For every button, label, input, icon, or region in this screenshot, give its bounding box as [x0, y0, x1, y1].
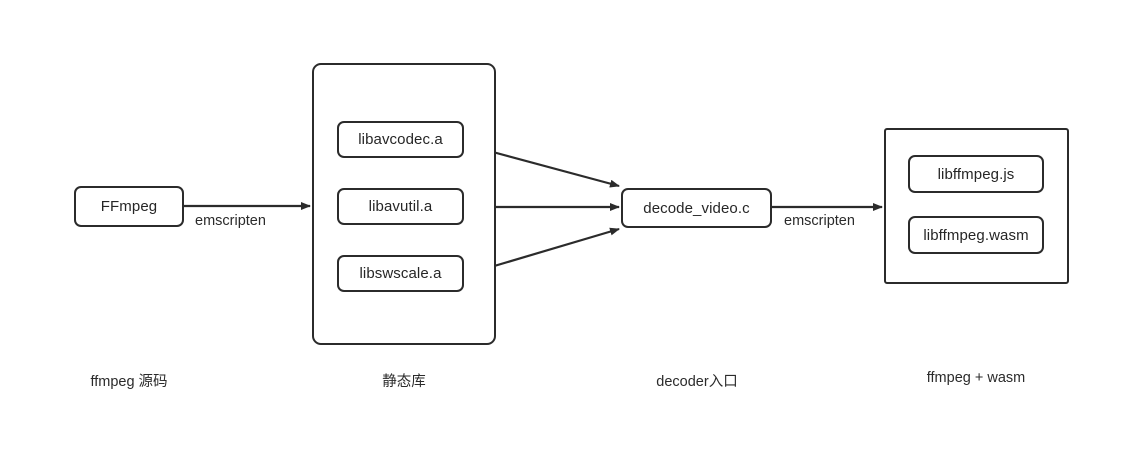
node-libffmpeg-js-label: libffmpeg.js	[937, 165, 1015, 183]
edge-label-emscripten-left: emscripten	[195, 213, 266, 229]
node-ffmpeg-source[interactable]: FFmpeg	[74, 186, 184, 227]
node-libavutil[interactable]: libavutil.a	[337, 188, 464, 225]
node-libavcodec[interactable]: libavcodec.a	[337, 121, 464, 158]
node-libavutil-label: libavutil.a	[368, 198, 433, 215]
node-libavcodec-label: libavcodec.a	[358, 131, 443, 148]
caption-ffmpeg-source: ffmpeg 源码	[90, 374, 168, 390]
node-libswscale[interactable]: libswscale.a	[337, 255, 464, 292]
caption-ffmpeg-wasm: ffmpeg + wasm	[926, 370, 1026, 386]
node-libffmpeg-wasm[interactable]: libffmpeg.wasm	[908, 216, 1044, 254]
node-decode-video-c[interactable]: decode_video.c	[621, 188, 772, 228]
node-decode-video-c-label: decode_video.c	[643, 199, 750, 217]
edge-libavcodec-to-decoder	[477, 146, 620, 188]
group-wasm-output	[884, 128, 1069, 284]
node-ffmpeg-source-label: FFmpeg	[100, 198, 158, 215]
node-libffmpeg-wasm-label: libffmpeg.wasm	[923, 226, 1029, 244]
node-libffmpeg-js[interactable]: libffmpeg.js	[908, 155, 1044, 193]
edge-label-emscripten-right: emscripten	[784, 213, 855, 229]
node-libswscale-label: libswscale.a	[359, 265, 442, 282]
caption-decoder-entry: decoder入口	[656, 374, 738, 390]
caption-static-library: 静态库	[382, 374, 426, 390]
